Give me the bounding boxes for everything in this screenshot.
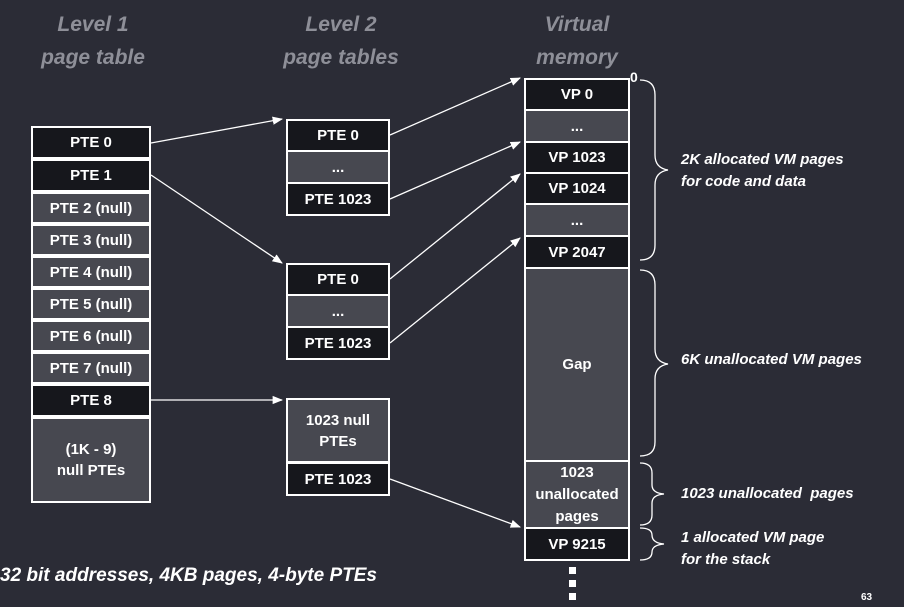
l1-null-ptes: (1K - 9) null PTEs	[31, 417, 151, 503]
vm-continuation-dots	[569, 567, 577, 603]
l1-pte-6-null: PTE 6 (null)	[31, 320, 151, 352]
l1-pte-1: PTE 1	[31, 159, 151, 192]
brace-unallocated-pages	[639, 462, 665, 526]
vm-vp-1023: VP 1023	[524, 141, 630, 174]
annotation-code-data: 2K allocated VM pages for code and data	[681, 151, 844, 190]
arrow-l2c-pte1023-to-vp9215	[389, 478, 521, 528]
brace-stack-page	[639, 527, 665, 561]
l1-pte-8: PTE 8	[31, 384, 151, 417]
arrow-l1-pte1-to-l2b	[150, 174, 283, 264]
level2-heading: Level 2 page tables	[283, 13, 399, 69]
footer-caption: 32 bit addresses, 4KB pages, 4-byte PTEs	[0, 565, 377, 586]
arrow-l2a-pte1023-to-vp1023	[389, 141, 521, 200]
arrow-l1-pte0-to-l2a	[150, 116, 284, 144]
vm-start-address: 0	[630, 69, 638, 85]
annotation-stack: 1 allocated VM page for the stack	[681, 529, 825, 568]
l1-pte-3-null: PTE 3 (null)	[31, 224, 151, 256]
annotation-gap: 6K unallocated VM pages	[681, 351, 862, 368]
page-number: 63	[861, 592, 873, 603]
l2b-pte-1023: PTE 1023	[286, 326, 390, 360]
l2a-pte-1023: PTE 1023	[286, 182, 390, 216]
level1-heading: Level 1 page table	[41, 13, 145, 69]
arrow-l2b-pte1023-to-vp2047	[389, 237, 521, 344]
l1-pte-5-null: PTE 5 (null)	[31, 288, 151, 320]
brace-gap	[639, 269, 669, 457]
vm-vp-9215: VP 9215	[524, 527, 630, 561]
l1-pte-7-null: PTE 7 (null)	[31, 352, 151, 384]
l1-pte-2-null: PTE 2 (null)	[31, 192, 151, 224]
annotation-unallocated: 1023 unallocated pages	[681, 485, 854, 502]
brace-allocated-code-data	[639, 79, 669, 261]
arrow-l2b-pte0-to-vp1024	[389, 173, 521, 280]
l1-pte-4-null: PTE 4 (null)	[31, 256, 151, 288]
l1-pte-0: PTE 0	[31, 126, 151, 159]
arrow-l2a-pte0-to-vp0	[389, 77, 521, 136]
l2b-pte-0: PTE 0	[286, 263, 390, 296]
virtual-memory-heading: Virtual memory	[536, 13, 618, 69]
vm-unallocated-pages: 1023 unallocated pages	[524, 460, 630, 529]
l2c-pte-1023: PTE 1023	[286, 462, 390, 496]
l2a-ellipsis: ...	[286, 150, 390, 184]
vm-gap: Gap	[524, 267, 630, 462]
l2b-ellipsis: ...	[286, 294, 390, 328]
